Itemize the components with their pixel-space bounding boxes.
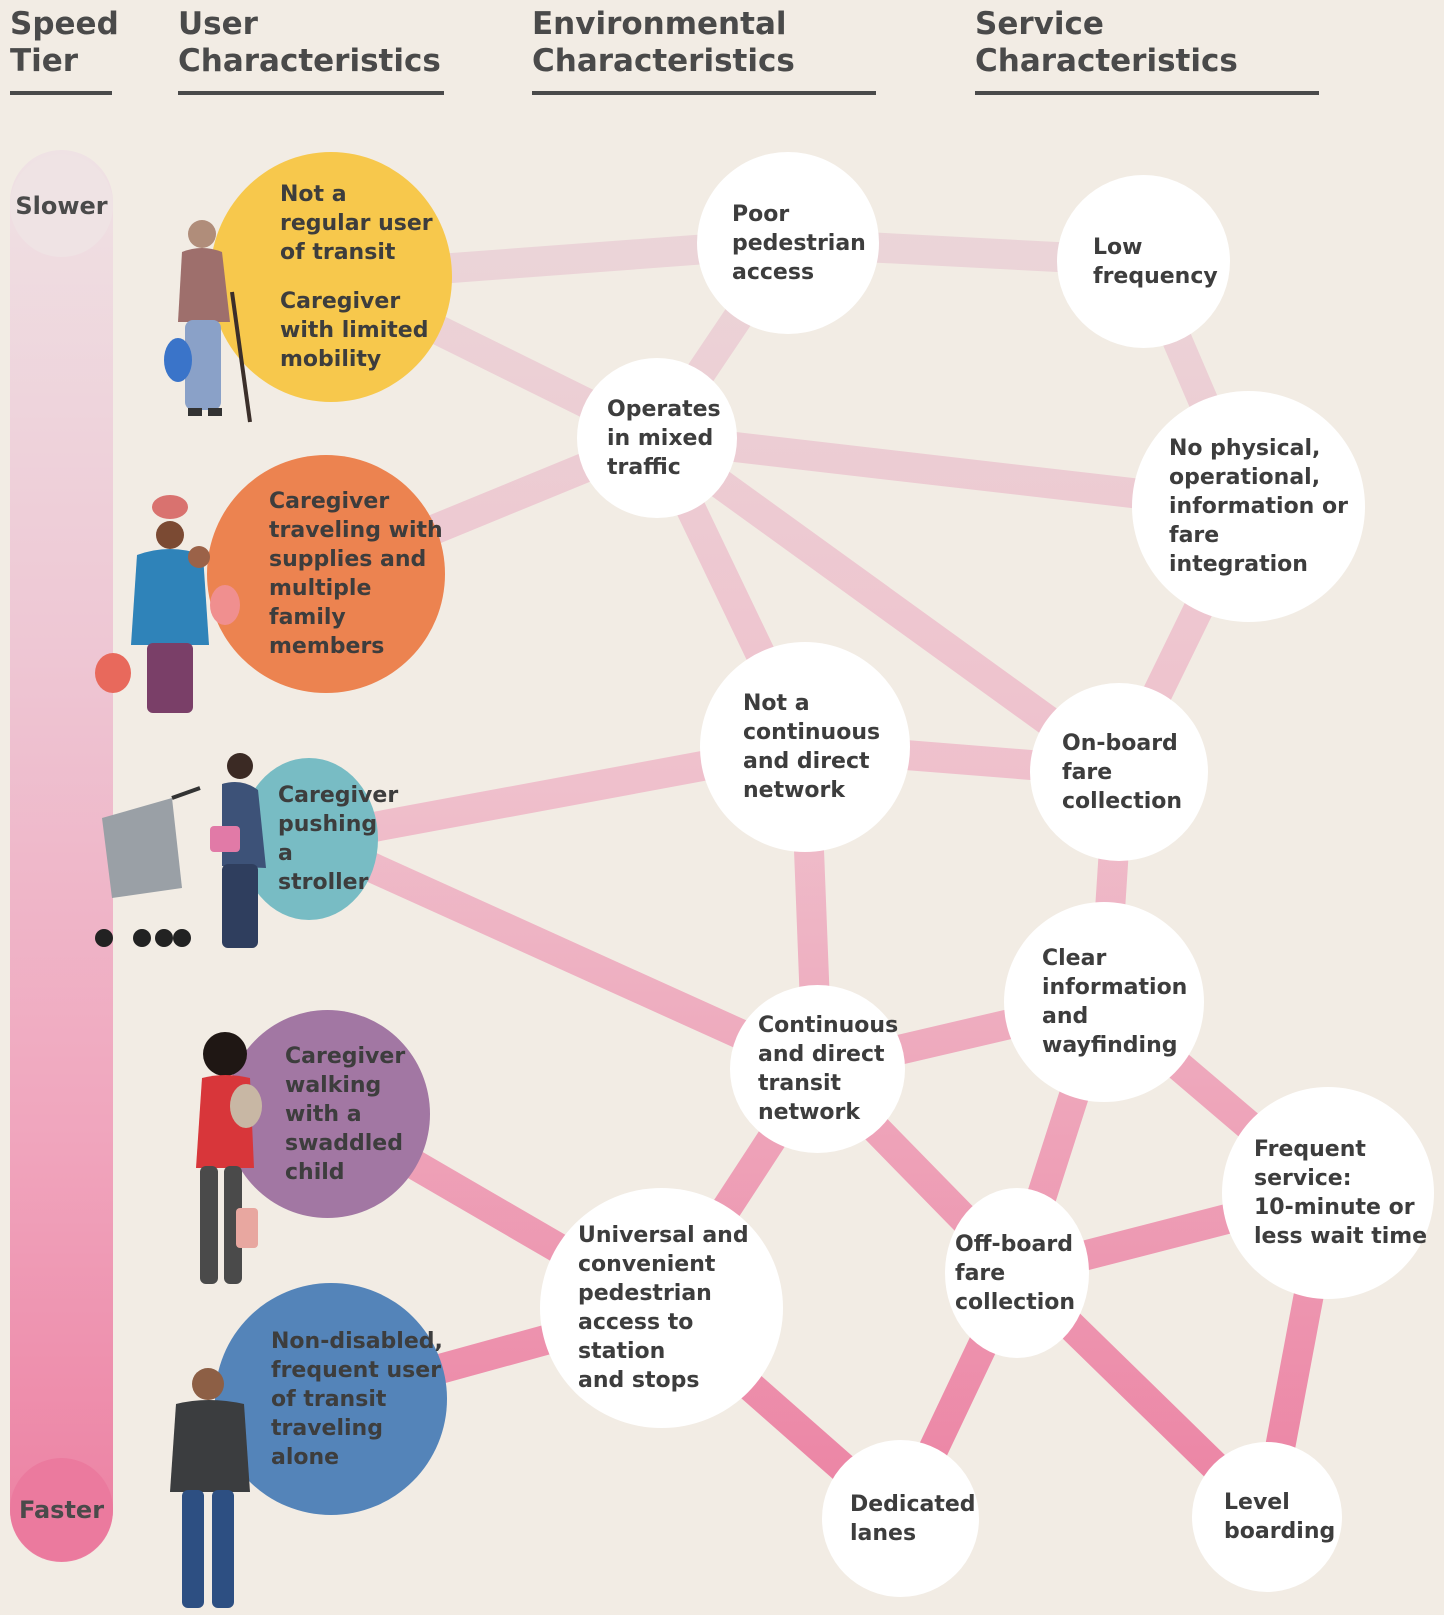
env-node-poor-pedestrian-access: Poor pedestrian access (697, 152, 879, 334)
header-rule (10, 91, 112, 95)
header-rule (532, 91, 876, 95)
service-node-level-boarding: Level boarding (1192, 1442, 1342, 1592)
speed-tier-slower-cap: Slower (10, 154, 113, 257)
user-characteristics-header: User Characteristics (178, 6, 441, 79)
speed-tier-faster-cap: Faster (10, 1458, 113, 1561)
environmental-characteristics-header: Environmental Characteristics (532, 6, 795, 79)
env-node-universal-access: Universal and convenient pedestrian acce… (540, 1188, 783, 1428)
user-node-occasional: Not a regular user of transit Caregiver … (210, 152, 452, 402)
env-node-continuous-network: Continuous and direct transit network (730, 985, 905, 1153)
user-node-nondisabled: Non-disabled, frequent user of transit t… (215, 1283, 447, 1515)
env-node-not-continuous-network: Not a continuous and direct network (700, 642, 910, 852)
service-node-low-frequency: Low frequency (1057, 175, 1230, 348)
user-node-supplies-label: Caregiver traveling with supplies and mu… (269, 489, 443, 659)
speed-tier-gradient-bar (10, 150, 113, 1562)
service-node-frequent-service: Frequent service: 10-minute or less wait… (1222, 1087, 1434, 1299)
user-node-supplies: Caregiver traveling with supplies and mu… (207, 455, 445, 693)
user-node-nondisabled-label: Non-disabled, frequent user of transit t… (271, 1328, 443, 1470)
woman-with-swaddled-child-icon (196, 1032, 262, 1284)
elderly-person-with-cane-icon (164, 220, 252, 423)
service-node-no-integration: No physical, operational, information or… (1132, 391, 1365, 622)
service-node-offboard-fare: Off-board fare collection (945, 1188, 1089, 1358)
user-node-stroller-label: Caregiver pushing a stroller (278, 783, 399, 895)
service-node-clear-information: Clear information and wayfinding (1004, 902, 1204, 1102)
speed-tier-header: Speed Tier (10, 6, 119, 79)
link-mixed_traffic-onboard_fare (648, 425, 1128, 785)
service-characteristics-header: Service Characteristics (975, 6, 1238, 79)
env-node-dedicated-lanes: Dedicated lanes (822, 1440, 979, 1597)
woman-pushing-stroller-icon (95, 753, 266, 948)
link-stroller-continuous (302, 825, 824, 1083)
env-node-mixed-traffic: Operates in mixed traffic (577, 358, 737, 518)
header-rule (178, 91, 444, 95)
user-node-stroller: Caregiver pushing a stroller (240, 758, 399, 920)
user-node-swaddled-label: Caregiver walking with a swaddled child (285, 1043, 406, 1185)
man-walking-alone-icon (170, 1368, 250, 1608)
service-node-onboard-fare: On-board fare collection (1030, 683, 1208, 861)
header-rule (975, 91, 1319, 95)
woman-carrying-child-and-bags-icon (95, 495, 240, 713)
user-node-occasional-label: Not a regular user of transit Caregiver … (280, 182, 433, 372)
